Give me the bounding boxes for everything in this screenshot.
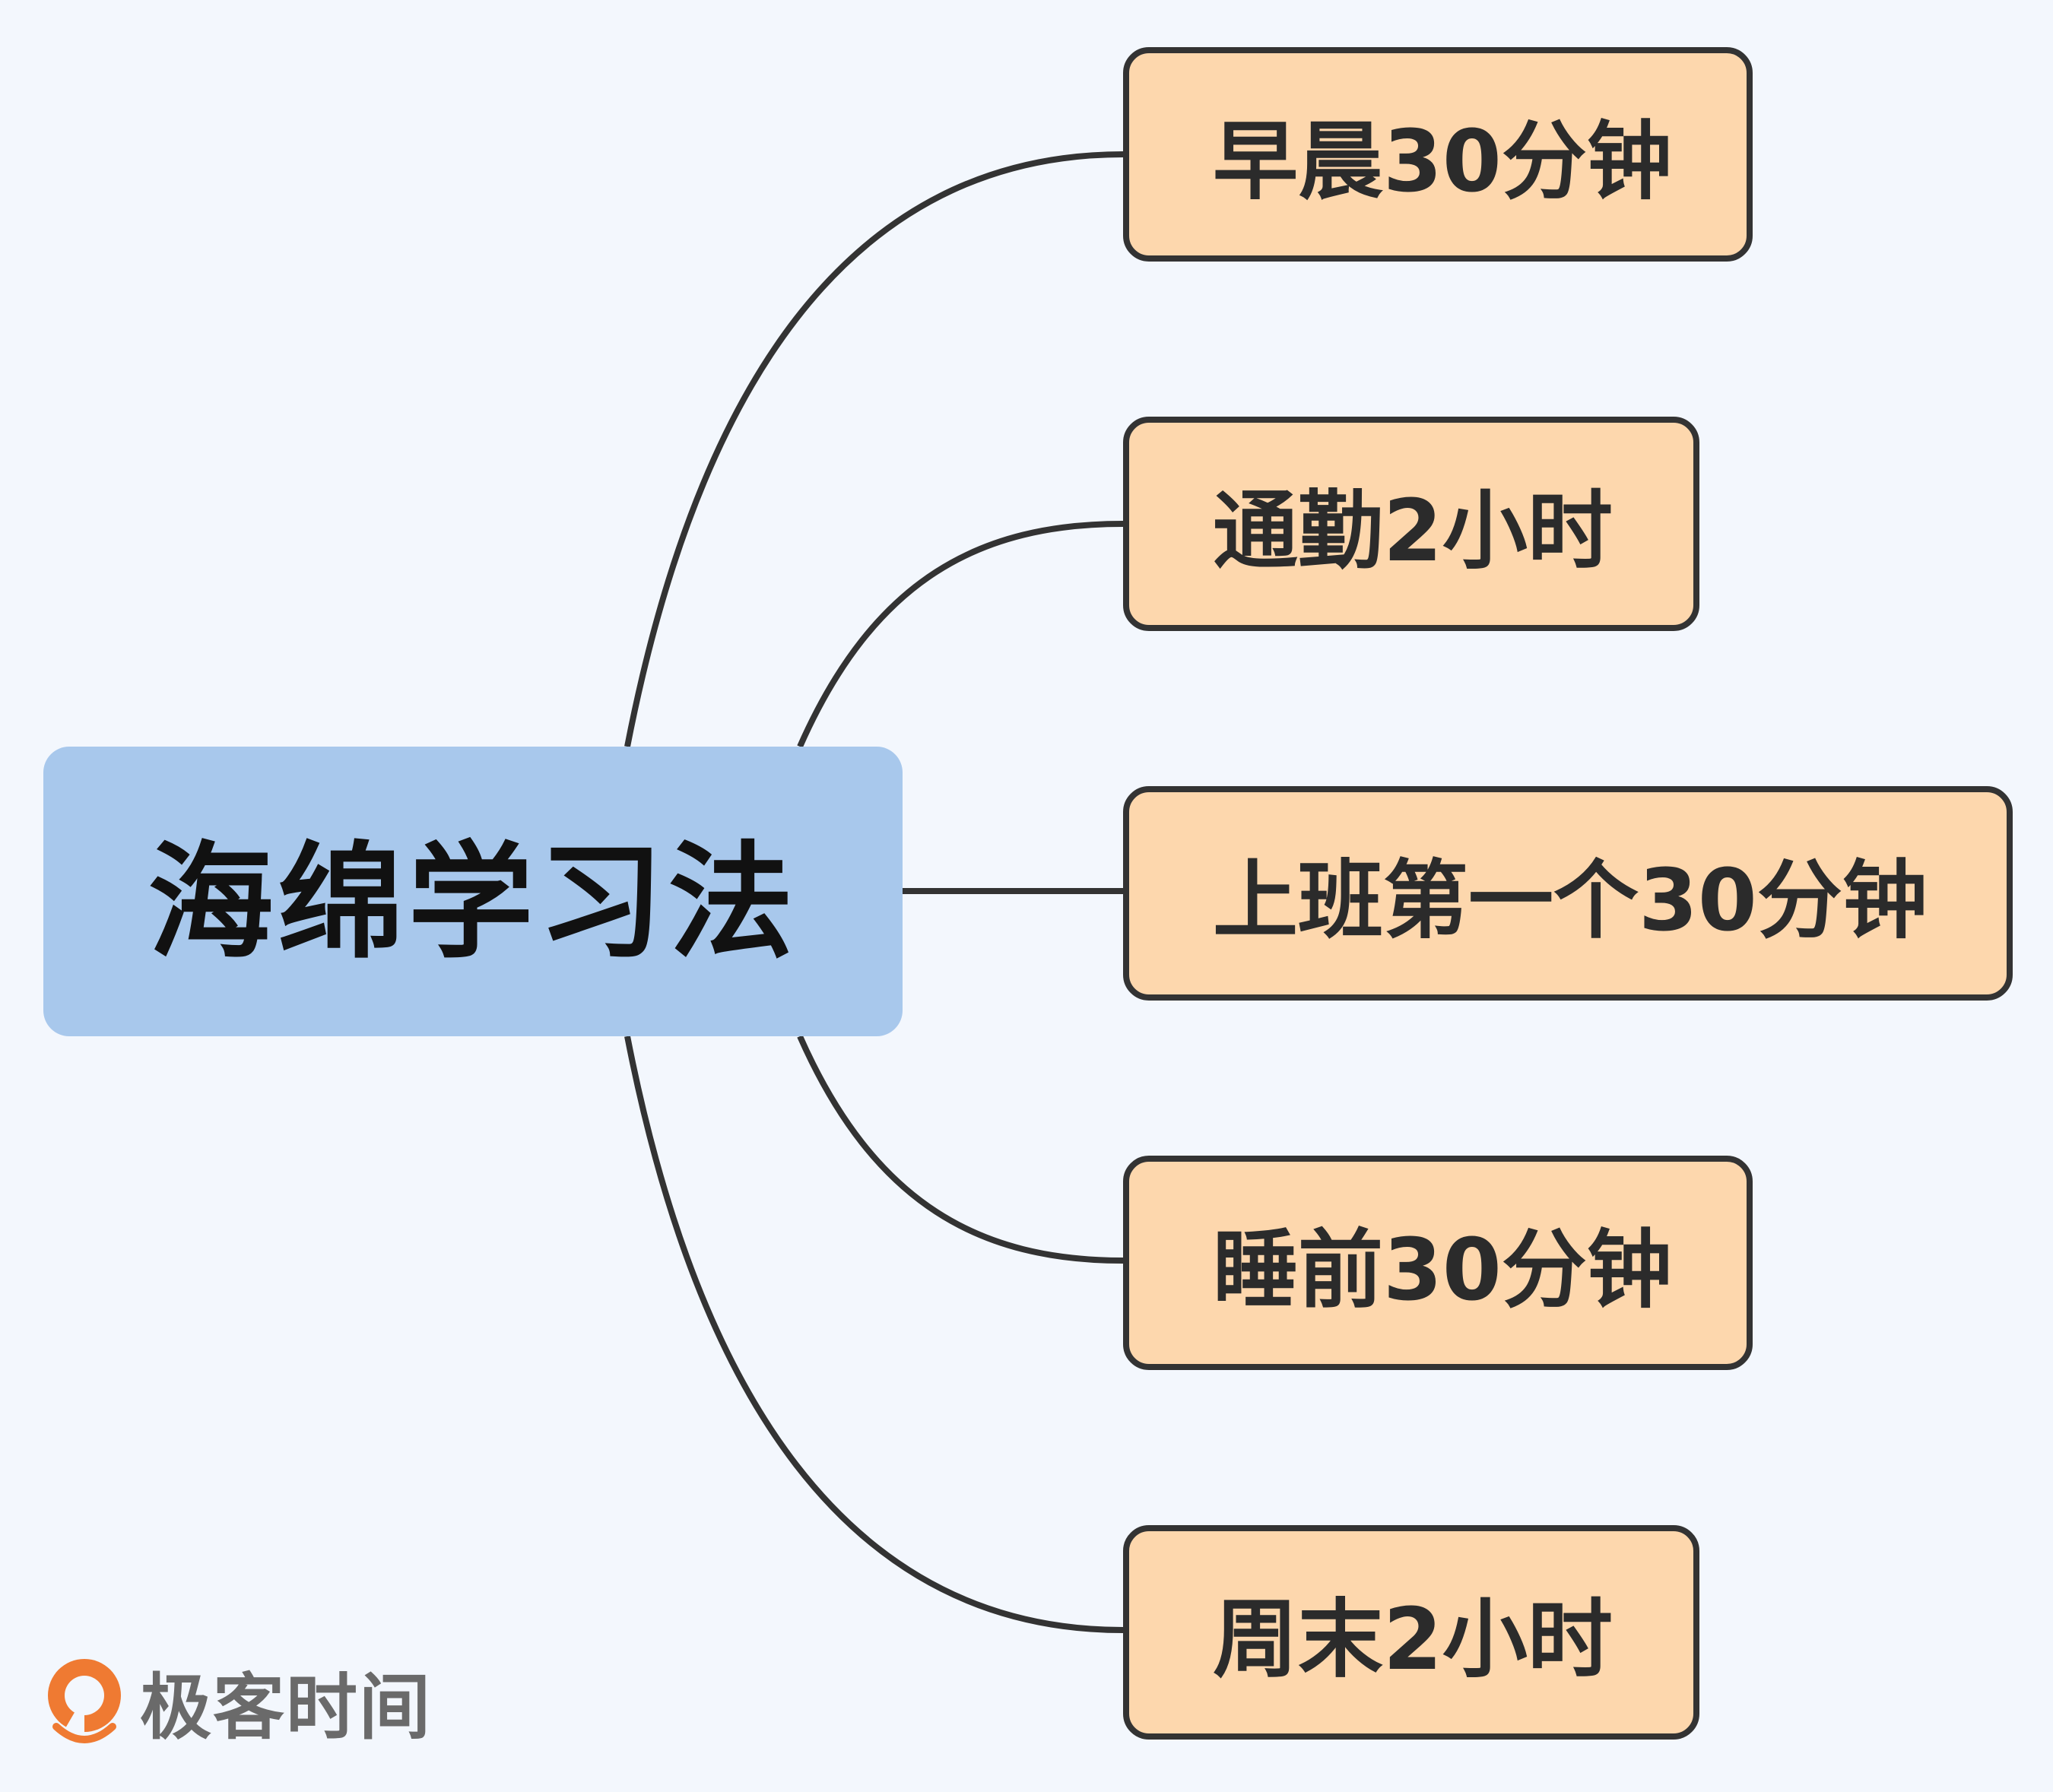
- central-topic[interactable]: 海绵学习法: [43, 747, 903, 1036]
- branch-topic-label: 早晨30分钟: [1213, 113, 1672, 211]
- branch-topic-work-start[interactable]: 上班第一个30分钟: [1123, 786, 2013, 1001]
- branch-topic-label: 周末2小时: [1213, 1591, 1613, 1689]
- brand-logo-icon: [48, 1659, 121, 1743]
- connector-3: [797, 1035, 1124, 1264]
- branch-topic-commute[interactable]: 通勤2小时: [1123, 417, 1699, 631]
- branch-topic-label: 上班第一个30分钟: [1213, 852, 1928, 950]
- branch-topic-bedtime[interactable]: 睡前30分钟: [1123, 1156, 1753, 1370]
- connector-4: [624, 1036, 1124, 1633]
- central-topic-label: 海绵学习法: [148, 829, 798, 975]
- brand-name: 极客时间: [140, 1667, 433, 1749]
- branch-topic-morning[interactable]: 早晨30分钟: [1123, 47, 1753, 262]
- connector-1: [797, 521, 1124, 748]
- connector-0: [624, 151, 1124, 747]
- branch-topic-label: 通勤2小时: [1213, 482, 1613, 581]
- brand-watermark: 极客时间: [41, 1648, 432, 1755]
- branch-topic-label: 睡前30分钟: [1213, 1221, 1672, 1320]
- branch-topic-weekend[interactable]: 周末2小时: [1123, 1525, 1699, 1740]
